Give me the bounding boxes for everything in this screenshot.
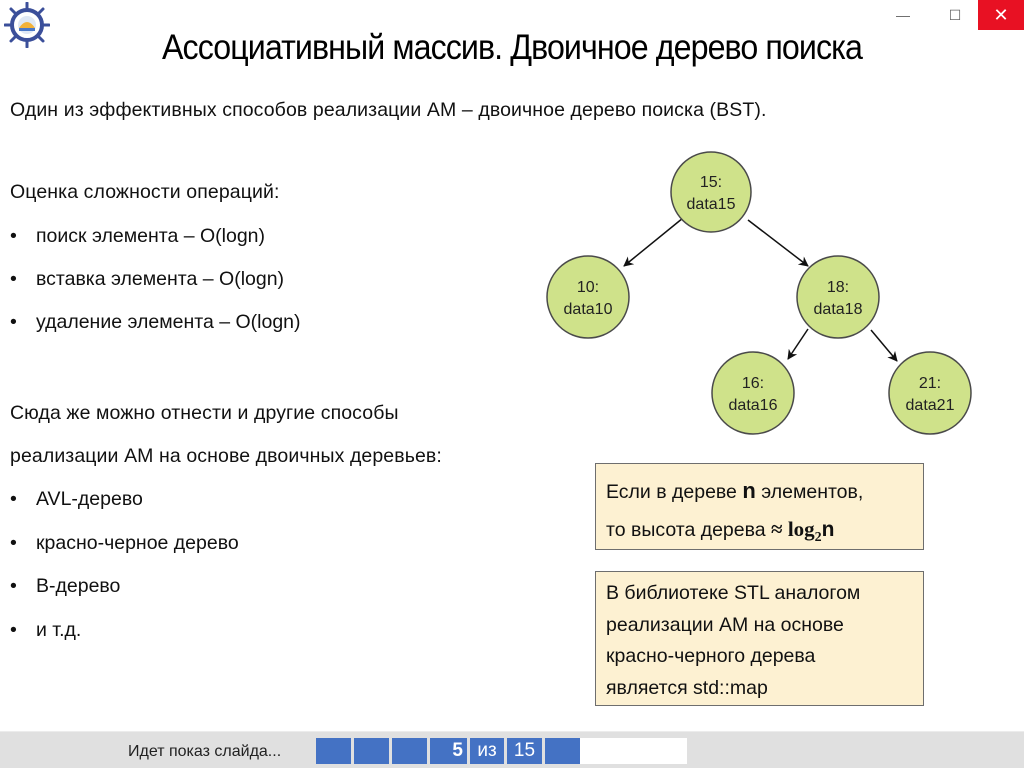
tree-type-bullet: • B-дерево bbox=[10, 575, 120, 598]
complexity-heading: Оценка сложности операций: bbox=[10, 181, 280, 203]
bullet-text: поиск элемента – O(logn) bbox=[36, 225, 266, 247]
edge-18-16 bbox=[787, 328, 809, 360]
tree-node-18: 18: data18 bbox=[796, 255, 880, 339]
tree-height-line1: Если в дереве n элементов, bbox=[606, 478, 864, 503]
bst-diagram: 15: data15 10: data10 18: data18 16: dat… bbox=[546, 151, 972, 435]
bullet-text: вставка элемента – O(logn) bbox=[36, 268, 285, 290]
bullet-icon: • bbox=[10, 532, 17, 554]
tree-type-bullet: • и т.д. bbox=[10, 619, 81, 642]
svg-text:15:: 15: bbox=[700, 174, 722, 191]
progress-segment bbox=[316, 738, 351, 764]
tree-node-16: 16: data16 bbox=[711, 351, 795, 435]
stl-note-line: В библиотеке STL аналогом bbox=[606, 582, 861, 604]
intro-text: Один из эффективных способов реализации … bbox=[10, 99, 767, 121]
stl-map-note-box: В библиотеке STL аналогом реализации АМ … bbox=[595, 571, 924, 706]
other-methods-line1: Сюда же можно отнести и другие способы bbox=[10, 402, 399, 424]
svg-text:16:: 16: bbox=[742, 375, 764, 392]
maximize-icon: ☐ bbox=[948, 6, 962, 23]
svg-text:data10: data10 bbox=[564, 301, 613, 318]
bullet-text: AVL-дерево bbox=[36, 488, 143, 510]
bullet-text: и т.д. bbox=[36, 619, 82, 641]
slideshow-status-text: Идет показ слайда... bbox=[128, 743, 282, 760]
total-slides-number: 15 bbox=[507, 738, 542, 764]
tree-height-note-box: Если в дереве n элементов, то высота дер… bbox=[595, 463, 924, 550]
svg-text:data16: data16 bbox=[729, 397, 778, 414]
svg-text:data18: data18 bbox=[814, 301, 863, 318]
stl-note-line: красно-черного дерева bbox=[606, 645, 816, 667]
other-methods-line2: реализации АМ на основе двоичных деревье… bbox=[10, 445, 442, 467]
close-icon: ✕ bbox=[993, 4, 1009, 25]
tree-node-10: 10: data10 bbox=[546, 255, 630, 339]
progress-segment bbox=[354, 738, 389, 764]
tree-node-15: 15: data15 bbox=[670, 151, 752, 233]
progress-segment bbox=[545, 738, 580, 764]
slide-progress-bar: 5 из 15 bbox=[316, 738, 687, 764]
window-controls: — ☐ ✕ bbox=[880, 0, 1024, 30]
close-button[interactable]: ✕ bbox=[978, 0, 1024, 30]
svg-text:10:: 10: bbox=[577, 279, 599, 296]
edge-18-21 bbox=[870, 329, 898, 362]
svg-text:data15: data15 bbox=[687, 196, 736, 213]
maximize-button[interactable]: ☐ bbox=[932, 0, 978, 30]
edge-15-18 bbox=[747, 219, 809, 267]
complexity-bullet: • вставка элемента – O(logn) bbox=[10, 268, 284, 291]
minimize-button[interactable]: — bbox=[880, 0, 926, 30]
complexity-bullet: • поиск элемента – O(logn) bbox=[10, 225, 265, 248]
svg-text:21:: 21: bbox=[919, 375, 941, 392]
edge-15-10 bbox=[623, 217, 684, 267]
bullet-text: удаление элемента – O(logn) bbox=[36, 311, 301, 333]
slide-title: Ассоциативный массив. Двоичное дерево по… bbox=[161, 28, 863, 67]
svg-text:data21: data21 bbox=[906, 397, 955, 414]
bullet-icon: • bbox=[10, 268, 17, 290]
svg-text:18:: 18: bbox=[827, 279, 849, 296]
bullet-icon: • bbox=[10, 575, 17, 597]
slide-of-label: из bbox=[470, 738, 504, 764]
bullet-icon: • bbox=[10, 619, 17, 641]
bullet-text: B-дерево bbox=[36, 575, 121, 597]
tree-height-line2: то высота дерева ≈ log2n bbox=[606, 517, 835, 545]
tree-type-bullet: • красно-черное дерево bbox=[10, 532, 239, 555]
bullet-icon: • bbox=[10, 311, 17, 333]
minimize-icon: — bbox=[896, 7, 910, 23]
bullet-icon: • bbox=[10, 225, 17, 247]
bullet-text: красно-черное дерево bbox=[36, 532, 239, 554]
bullet-icon: • bbox=[10, 488, 17, 510]
progress-remaining bbox=[580, 738, 687, 764]
ship-wheel-logo-icon bbox=[4, 2, 50, 48]
tree-type-bullet: • AVL-дерево bbox=[10, 488, 143, 511]
stl-note-line: реализации АМ на основе bbox=[606, 613, 844, 636]
progress-segment bbox=[392, 738, 427, 764]
current-slide-number: 5 bbox=[430, 738, 467, 764]
complexity-bullet: • удаление элемента – O(logn) bbox=[10, 311, 301, 334]
stl-note-line: является std::map bbox=[606, 676, 768, 699]
tree-node-21: 21: data21 bbox=[888, 351, 972, 435]
